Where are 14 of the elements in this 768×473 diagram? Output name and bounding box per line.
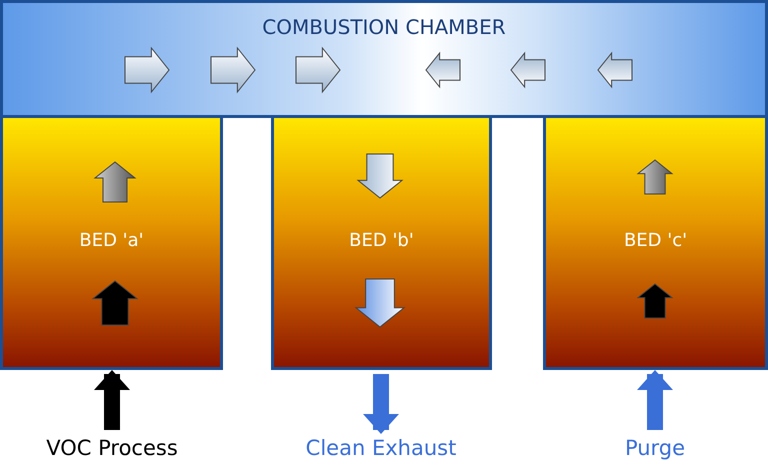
chamber-box	[0, 0, 768, 118]
stream-label: Clean Exhaust	[304, 436, 458, 460]
box-title: BED 'b'	[348, 230, 415, 251]
box-title: COMBUSTION CHAMBER	[261, 15, 507, 39]
box-title: BED 'c'	[622, 230, 688, 251]
stream-label: VOC Process	[45, 436, 179, 460]
arrow	[94, 370, 130, 430]
arrow	[637, 370, 673, 430]
box-title: BED 'a'	[78, 230, 145, 251]
bed-box	[0, 118, 223, 370]
stream-label: Purge	[624, 436, 686, 460]
bed-box	[271, 118, 492, 370]
bed-box	[543, 118, 768, 370]
arrow	[363, 374, 399, 434]
